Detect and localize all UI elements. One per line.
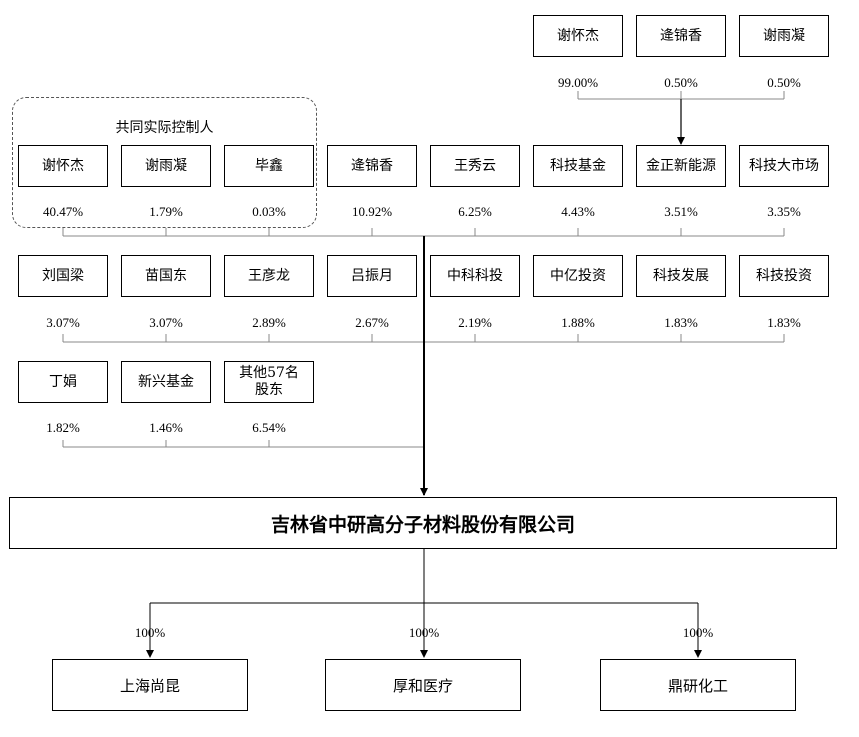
shareholder-box: 王彦龙 bbox=[224, 255, 314, 297]
shareholder-pct: 2.19% bbox=[458, 315, 492, 330]
top-entity-box: 谢怀杰 bbox=[533, 15, 623, 57]
shareholder-box: 苗国东 bbox=[121, 255, 211, 297]
shareholder-box: 吕振月 bbox=[327, 255, 417, 297]
shareholder-pct: 3.07% bbox=[149, 315, 183, 330]
shareholder-box: 毕鑫 bbox=[224, 145, 314, 187]
shareholder-box: 科技投资 bbox=[739, 255, 829, 297]
shareholder-box: 科技大市场 bbox=[739, 145, 829, 187]
shareholder-box: 其他57名股东 bbox=[224, 361, 314, 403]
subsidiary-pct: 100% bbox=[134, 625, 166, 640]
shareholder-box: 中科科投 bbox=[430, 255, 520, 297]
shareholder-pct: 4.43% bbox=[561, 204, 595, 219]
shareholder-pct: 3.35% bbox=[767, 204, 801, 219]
shareholder-box: 科技发展 bbox=[636, 255, 726, 297]
top-entity-box: 谢雨凝 bbox=[739, 15, 829, 57]
shareholder-box: 科技基金 bbox=[533, 145, 623, 187]
shareholder-box: 金正新能源 bbox=[636, 145, 726, 187]
shareholder-box: 丁娟 bbox=[18, 361, 108, 403]
shareholder-pct: 1.82% bbox=[46, 420, 80, 435]
shareholder-pct: 3.51% bbox=[664, 204, 698, 219]
shareholder-box: 逄锦香 bbox=[327, 145, 417, 187]
shareholder-box: 刘国梁 bbox=[18, 255, 108, 297]
joint-controller-label: 共同实际控制人 bbox=[115, 120, 214, 136]
shareholder-box: 新兴基金 bbox=[121, 361, 211, 403]
top-entity-pct: 0.50% bbox=[767, 75, 801, 90]
shareholder-pct: 1.46% bbox=[149, 420, 183, 435]
top-entity-pct: 99.00% bbox=[557, 75, 599, 90]
top-entity-pct: 0.50% bbox=[664, 75, 698, 90]
shareholder-box: 谢怀杰 bbox=[18, 145, 108, 187]
top-entity-box: 逄锦香 bbox=[636, 15, 726, 57]
shareholder-pct: 40.47% bbox=[42, 204, 84, 219]
shareholder-box: 谢雨凝 bbox=[121, 145, 211, 187]
shareholder-pct: 0.03% bbox=[252, 204, 286, 219]
shareholder-box: 中亿投资 bbox=[533, 255, 623, 297]
subsidiary-box: 上海尚昆 bbox=[52, 659, 248, 711]
shareholder-pct: 2.67% bbox=[355, 315, 389, 330]
shareholder-pct: 1.83% bbox=[767, 315, 801, 330]
joint-controller-group bbox=[12, 97, 317, 228]
shareholder-box: 王秀云 bbox=[430, 145, 520, 187]
shareholder-pct: 3.07% bbox=[46, 315, 80, 330]
shareholder-pct: 1.83% bbox=[664, 315, 698, 330]
shareholder-pct: 1.79% bbox=[149, 204, 183, 219]
subsidiary-pct: 100% bbox=[408, 625, 440, 640]
subsidiary-pct: 100% bbox=[682, 625, 714, 640]
subsidiary-box: 厚和医疗 bbox=[325, 659, 521, 711]
shareholder-pct: 10.92% bbox=[351, 204, 393, 219]
shareholder-pct: 1.88% bbox=[561, 315, 595, 330]
company-box: 吉林省中研高分子材料股份有限公司 bbox=[9, 497, 837, 549]
shareholder-pct: 6.25% bbox=[458, 204, 492, 219]
shareholder-pct: 2.89% bbox=[252, 315, 286, 330]
shareholder-pct: 6.54% bbox=[252, 420, 286, 435]
subsidiary-box: 鼎研化工 bbox=[600, 659, 796, 711]
